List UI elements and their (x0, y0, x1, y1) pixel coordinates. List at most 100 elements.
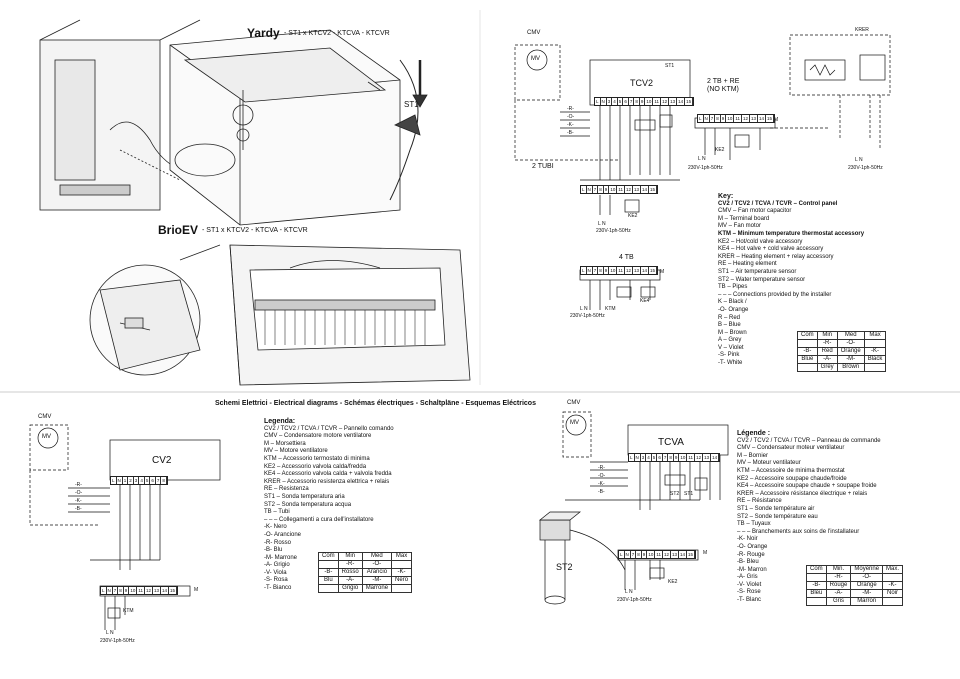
key-en-line: ST2 – Water temperature sensor (718, 276, 806, 283)
key-en-line: A – Grey (718, 337, 742, 344)
st1-top-label: ST1 (665, 63, 675, 69)
ln-label-bl: L N (106, 630, 114, 636)
legenda-it-line: KRER – Accessorio resistenza elettrica +… (264, 478, 390, 485)
ln-label-bm: L N (625, 589, 633, 595)
key-en-line: M – Brown (718, 329, 747, 336)
wire-o-bm: -O- (598, 473, 606, 479)
legende-fr-line: CV2 / TCV2 / TCVA / TCVR – Panneau de co… (737, 437, 881, 444)
power-label-c: 230V-1ph-50Hz (848, 165, 883, 171)
legende-fr: Légende : CV2 / TCV2 / TCVA / TCVR – Pan… (737, 430, 881, 605)
key-en-line: RE – Heating element (718, 261, 777, 268)
legenda-it-line: TB – Tubi (264, 509, 290, 516)
legende-fr-line: M – Bornier (737, 452, 769, 459)
legenda-it-line: -K- Nero (264, 524, 287, 531)
ke2-label-b: KE2 (628, 213, 638, 219)
legende-fr-line: -T- Blanc (737, 597, 762, 604)
cmv-label: CMV (527, 30, 541, 36)
legende-fr-line: -S- Rose (737, 589, 761, 596)
key-en-line: KRER – Heating element + relay accessory (718, 253, 834, 260)
wiring-bottom-left (29, 424, 221, 630)
key-en-line: CV2 / TCV2 / TCVA / TCVR – Control panel (718, 200, 838, 207)
legende-fr-heading: Légende : (737, 430, 771, 437)
wire-k-bm: -K- (598, 481, 605, 487)
power-label-d: 230V-1ph-50Hz (570, 313, 605, 319)
m-label-top: M (774, 117, 779, 123)
key-en-line: ST1 – Air temperature sensor (718, 268, 797, 275)
key-en: Key: CV2 / TCV2 / TCVA / TCVR – Control … (718, 193, 864, 368)
key-en-line: – – – Connections provided by the instal… (718, 291, 832, 298)
legende-fr-line: CMV – Condensateur moteur ventilateur (737, 445, 845, 452)
legenda-it-line: -T- Bianco (264, 585, 292, 592)
legende-fr-line: KRER – Accessoire résistance électrique … (737, 490, 868, 497)
st2-sensor-label: ST2 (556, 562, 573, 572)
ke2-label-bm: KE2 (668, 579, 678, 585)
st2-small-label: ST2 (670, 491, 680, 497)
yardy-title: Yardy (247, 26, 280, 40)
legenda-it: Legenda: CV2 / TCV2 / TCVA / TCVR – Pann… (264, 418, 394, 593)
key-en-line: B – Blue (718, 322, 741, 329)
legende-fr-line: -V- Violet (737, 581, 762, 588)
legenda-it-line: CMV – Condensatore motore ventilatore (264, 433, 372, 440)
legende-fr-line: -M- Marron (737, 566, 767, 573)
power-label-bl: 230V-1ph-50Hz (100, 638, 135, 644)
tcva-panel-label: TCVA (658, 437, 684, 448)
wire-b-bl: -B- (75, 506, 82, 512)
wire-k-top: -K- (567, 122, 574, 128)
brioev-title: BrioEV (158, 223, 199, 237)
yardy-subtitle: - ST1 x KTCV2 - KTCVA - KTCVR (284, 30, 390, 37)
key-en-line: KTM – Minimum temperature thermostat acc… (718, 230, 865, 237)
ktm-label-top: KTM (605, 306, 616, 312)
cv2-panel-label: CV2 (152, 455, 172, 466)
legende-fr-line: ST2 – Sonde température eau (737, 513, 818, 520)
legende-fr-line: KE2 – Accessoire soupape chaude/froide (737, 475, 847, 482)
legenda-it-line: -M- Marrone (264, 554, 298, 561)
krer-label: KRER (855, 27, 869, 33)
legenda-it-line: -A- Grigio (264, 562, 290, 569)
legende-fr-line: TB – Tuyaux (737, 521, 771, 528)
wire-o-bl: -O- (75, 490, 83, 496)
mv-label: MV (531, 56, 540, 62)
legende-fr-line: MV – Moteur ventilateur (737, 460, 801, 467)
power-label-bm: 230V-1ph-50Hz (617, 597, 652, 603)
st1-label: ST1 (404, 100, 419, 109)
legenda-it-line: CV2 / TCV2 / TCVA / TCVR – Pannello coma… (264, 425, 394, 432)
legenda-it-line: -S- Rosa (264, 577, 288, 584)
legenda-it-line: ST2 – Sonda temperatura acqua (264, 501, 352, 508)
legenda-it-line: ST1 – Sonda temperatura aria (264, 493, 345, 500)
legenda-it-line: -V- Viola (264, 569, 287, 576)
m-label-bm: M (703, 550, 708, 556)
key-en-line: MV – Fan motor (718, 223, 762, 230)
legenda-it-line: KE4 – Accessorio valvola calda + valvola… (264, 471, 392, 478)
key-en-line: R – Red (718, 314, 741, 321)
key-en-line: KE2 – Hot/cold valve accessory (718, 238, 803, 245)
wire-r-top: -R- (567, 106, 574, 112)
legenda-it-heading: Legenda: (264, 418, 296, 425)
cmv-label-bl: CMV (38, 414, 52, 420)
legende-fr-line: -B- Bleu (737, 559, 759, 566)
two-tb-re-label: 2 TB + RE (707, 78, 740, 85)
ln-label-d: L N (580, 306, 588, 312)
tcv2-panel-label: TCV2 (630, 78, 654, 88)
ln-label-c: L N (855, 157, 863, 163)
ln-label-a: L N (698, 156, 706, 162)
key-en-line: -O- Orange (718, 306, 749, 313)
wire-b-bm: -B- (598, 489, 605, 495)
legende-fr-line: – – – Branchements aux soins de l'instal… (737, 528, 860, 535)
legenda-it-line: RE – Resistenza (264, 486, 309, 493)
key-en-line: -S- Pink (718, 352, 740, 359)
key-en-line: KE4 – Hot valve + cold valve accessory (718, 246, 824, 253)
m-label-4tb: M (660, 269, 665, 275)
legenda-it-line: M – Morsettiera (264, 440, 306, 447)
four-tb-label: 4 TB (619, 254, 634, 261)
legende-fr-line: RE – Résistance (737, 498, 782, 505)
legende-fr-line: -A- Gris (737, 574, 758, 581)
legende-fr-line: KE4 – Accessoire soupape chaude + soupap… (737, 483, 877, 490)
